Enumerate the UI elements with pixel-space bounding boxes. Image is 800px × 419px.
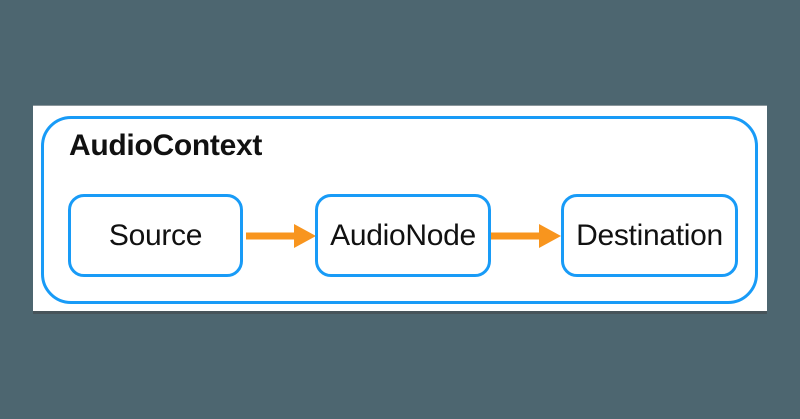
arrow-audionode-to-destination-icon [491,224,561,248]
diagram-card: AudioContext Source AudioNode Destinatio… [33,105,767,314]
node-destination-label: Destination [576,218,723,252]
node-destination: Destination [561,194,738,277]
node-audionode-label: AudioNode [330,218,476,252]
node-source-label: Source [108,218,203,252]
node-source: Source [68,194,243,277]
node-audionode: AudioNode [315,194,491,277]
audiocontext-label: AudioContext [69,129,263,162]
arrow-source-to-audionode-icon [246,224,316,248]
audiocontext-container: AudioContext Source AudioNode Destinatio… [41,116,758,304]
